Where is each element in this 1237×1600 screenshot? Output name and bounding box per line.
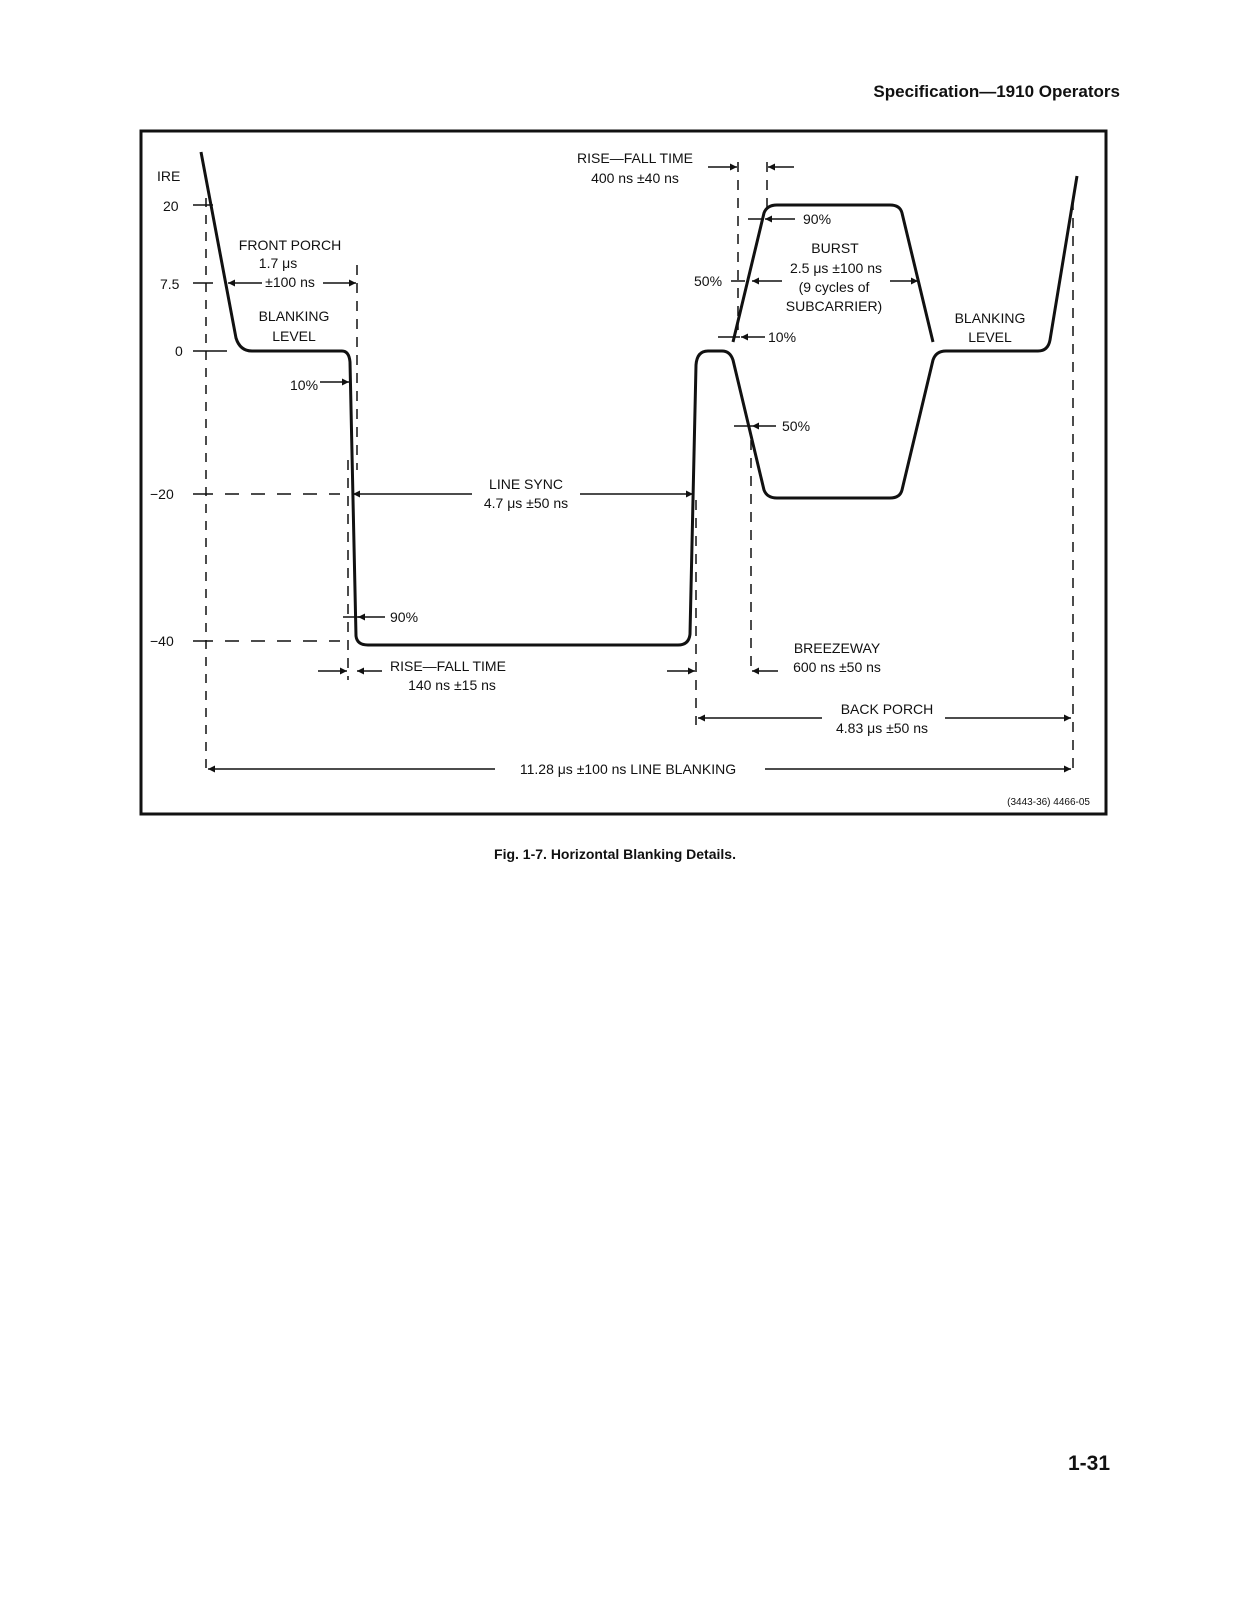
blanking-level-right-line1: BLANKING — [955, 310, 1026, 326]
sync-rise-fall-spec: 140 ns ±15 ns — [408, 677, 496, 693]
figure-id: (3443-36) 4466-05 — [1007, 797, 1090, 808]
top-rise-fall-label: RISE—FALL TIME — [577, 150, 693, 166]
ninety-percent-burst-label: 90% — [803, 211, 831, 227]
back-porch-spec: 4.83 μs ±50 ns — [836, 720, 928, 736]
burst-envelope — [731, 203, 935, 343]
breezeway-spec: 600 ns ±50 ns — [793, 659, 881, 675]
line-sync-spec: 4.7 μs ±50 ns — [484, 495, 568, 511]
y-tick-minus-20: −20 — [150, 486, 174, 502]
ten-percent-burst-label: 10% — [768, 329, 796, 345]
y-tick-0: 0 — [175, 343, 183, 359]
burst-spec: 2.5 μs ±100 ns — [790, 260, 882, 276]
front-porch-tolerance: ±100 ns — [265, 274, 315, 290]
ninety-percent-sync-label: 90% — [390, 609, 418, 625]
y-axis-label: IRE — [157, 168, 180, 184]
line-sync-label: LINE SYNC — [489, 476, 563, 492]
sync-rise-fall-label: RISE—FALL TIME — [390, 658, 506, 674]
reference-lines — [213, 350, 340, 642]
video-waveform — [199, 151, 1079, 647]
burst-label: BURST — [811, 240, 859, 256]
breezeway-label: BREEZEWAY — [794, 640, 881, 656]
blanking-level-left-line1: BLANKING — [259, 308, 330, 324]
top-rise-fall-spec: 400 ns ±40 ns — [591, 170, 679, 186]
blanking-level-right-line2: LEVEL — [968, 329, 1012, 345]
back-porch-label: BACK PORCH — [841, 701, 934, 717]
figure-frame — [139, 129, 1108, 816]
ten-percent-left-label: 10% — [290, 377, 318, 393]
figure-caption: Fig. 1-7. Horizontal Blanking Details. — [494, 846, 736, 862]
y-tick-20: 20 — [163, 198, 179, 214]
fifty-percent-burst-label: 50% — [782, 418, 810, 434]
front-porch-label: FRONT PORCH — [239, 237, 341, 253]
running-header: Specification—1910 Operators — [873, 82, 1120, 101]
y-tick-minus-40: −40 — [150, 633, 174, 649]
line-blanking-label: 11.28 μs ±100 ns LINE BLANKING — [520, 761, 736, 777]
front-porch-duration: 1.7 μs — [259, 255, 297, 271]
fifty-percent-left-label: 50% — [694, 273, 722, 289]
timing-dashed-lines — [347, 162, 1074, 770]
y-axis — [193, 198, 213, 770]
blanking-level-left-line2: LEVEL — [272, 328, 316, 344]
burst-cycles: (9 cycles of — [799, 279, 870, 295]
y-tick-7-5: 7.5 — [160, 276, 180, 292]
burst-subcarrier: SUBCARRIER) — [786, 298, 882, 314]
page-number: 1-31 — [1067, 1452, 1110, 1475]
